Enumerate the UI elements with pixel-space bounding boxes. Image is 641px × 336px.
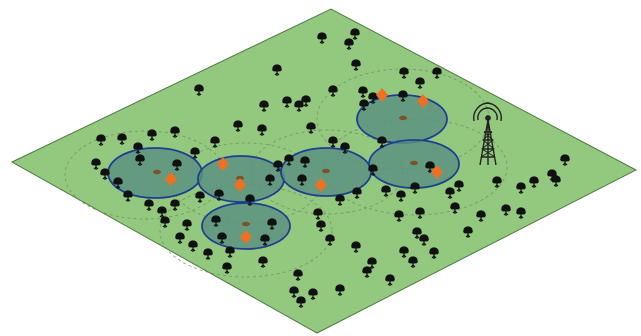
cluster-head-marker [399,116,407,120]
cluster-head-marker [242,222,250,226]
cluster-head-marker [410,161,418,165]
cluster-head-marker [322,169,330,173]
cluster-head-marker [153,170,161,174]
